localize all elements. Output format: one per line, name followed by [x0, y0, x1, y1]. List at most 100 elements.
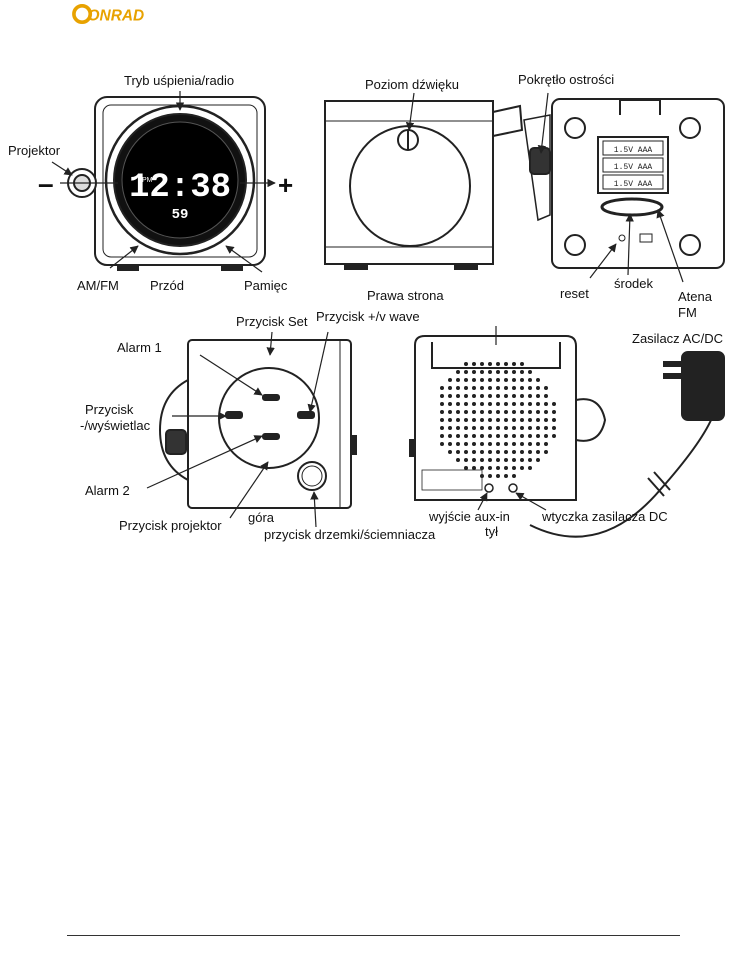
grille-hole	[496, 450, 500, 454]
grille-hole	[504, 378, 508, 382]
label-prawa: Prawa strona	[367, 288, 444, 303]
label-atena-2: FM	[678, 305, 697, 320]
label-projektor: Projektor	[8, 143, 61, 158]
grille-hole	[464, 386, 468, 390]
grille-hole	[464, 370, 468, 374]
grille-hole	[480, 418, 484, 422]
grille-hole	[544, 418, 548, 422]
label-alarm1: Alarm 1	[117, 340, 162, 355]
grille-hole	[456, 434, 460, 438]
grille-hole	[464, 402, 468, 406]
grille-hole	[472, 458, 476, 462]
grille-hole	[472, 370, 476, 374]
grille-hole	[480, 402, 484, 406]
grille-hole	[440, 426, 444, 430]
grille-hole	[496, 378, 500, 382]
footer-rule	[67, 935, 680, 936]
top-leaders	[146, 331, 329, 528]
label-tryb: Tryb uśpienia/radio	[124, 73, 235, 88]
grille-hole	[528, 378, 532, 382]
grille-hole	[456, 378, 460, 382]
grille-hole	[504, 442, 508, 446]
grille-hole	[464, 434, 468, 438]
grille-hole	[472, 426, 476, 430]
grille-hole	[480, 450, 484, 454]
label-pokretlo: Pokrętło ostrości	[518, 72, 615, 87]
grille-hole	[512, 378, 516, 382]
grille-hole	[520, 362, 524, 366]
grille-hole	[464, 466, 468, 470]
grille-hole	[504, 450, 508, 454]
grille-hole	[536, 442, 540, 446]
grille-hole	[480, 458, 484, 462]
grille-hole	[536, 378, 540, 382]
grille-hole	[448, 434, 452, 438]
grille-hole	[464, 458, 468, 462]
grille-hole	[512, 362, 516, 366]
grille-hole	[528, 442, 532, 446]
grille-hole	[496, 466, 500, 470]
grille-hole	[480, 474, 484, 478]
grille-hole	[512, 466, 516, 470]
grille-hole	[536, 458, 540, 462]
grille-hole	[504, 402, 508, 406]
plus-sign: +	[278, 170, 293, 200]
grille-hole	[496, 426, 500, 430]
grille-hole	[504, 394, 508, 398]
grille-hole	[488, 394, 492, 398]
conrad-logo-text: ONRAD	[88, 7, 145, 24]
grille-hole	[472, 362, 476, 366]
grille-hole	[488, 386, 492, 390]
grille-hole	[472, 394, 476, 398]
grille-hole	[496, 394, 500, 398]
minus-sign: –	[38, 168, 54, 199]
grille-hole	[544, 402, 548, 406]
grille-hole	[504, 370, 508, 374]
grille-hole	[520, 442, 524, 446]
grille-hole	[512, 442, 516, 446]
grille-hole	[512, 402, 516, 406]
label-przod: Przód	[150, 278, 184, 293]
grille-hole	[520, 394, 524, 398]
grille-hole	[520, 386, 524, 390]
grille-hole	[536, 394, 540, 398]
grille-hole	[480, 410, 484, 414]
clock-seconds: 59	[172, 207, 189, 223]
grille-hole	[448, 402, 452, 406]
grille-hole	[504, 418, 508, 422]
grille-hole	[528, 402, 532, 406]
grille-hole	[464, 442, 468, 446]
grille-hole	[440, 410, 444, 414]
grille-hole	[552, 418, 556, 422]
speaker-grille	[440, 362, 556, 478]
grille-hole	[512, 434, 516, 438]
grille-hole	[456, 442, 460, 446]
front-leaders	[51, 91, 276, 273]
grille-hole	[472, 418, 476, 422]
grille-hole	[456, 386, 460, 390]
grille-hole	[520, 434, 524, 438]
grille-hole	[544, 394, 548, 398]
grille-hole	[448, 442, 452, 446]
grille-hole	[528, 434, 532, 438]
label-tyl: tył	[485, 524, 498, 539]
grille-hole	[504, 426, 508, 430]
grille-hole	[440, 418, 444, 422]
grille-hole	[544, 386, 548, 390]
grille-hole	[440, 402, 444, 406]
grille-hole	[472, 402, 476, 406]
label-pamiec: Pamięc	[244, 278, 288, 293]
grille-hole	[544, 410, 548, 414]
grille-hole	[488, 450, 492, 454]
grille-hole	[512, 410, 516, 414]
grille-hole	[456, 418, 460, 422]
conrad-logo-mark	[72, 4, 93, 24]
grille-hole	[496, 370, 500, 374]
grille-hole	[536, 386, 540, 390]
grille-hole	[488, 378, 492, 382]
label-przycisk-proj: Przycisk projektor	[119, 518, 222, 533]
grille-hole	[512, 370, 516, 374]
right-view	[324, 100, 524, 270]
label-drzemki: przycisk drzemki/ściemniacza	[264, 527, 436, 542]
grille-hole	[480, 466, 484, 470]
